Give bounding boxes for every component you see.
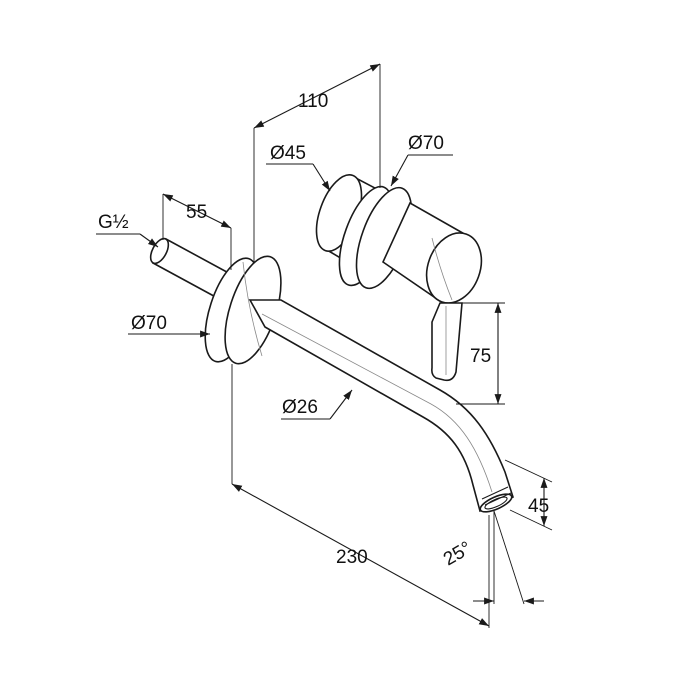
mixer-assembly <box>315 174 483 382</box>
label-rosette-dia-left: Ø70 <box>131 313 167 334</box>
label-handle-dia: Ø45 <box>270 143 306 164</box>
handle-lever <box>431 302 463 382</box>
handle-cylinder <box>381 201 483 304</box>
label-width-110: 110 <box>298 91 328 112</box>
label-outlet-angle: 25° <box>440 538 475 571</box>
threaded-stub <box>149 237 238 303</box>
label-spout-length: 230 <box>336 547 368 568</box>
label-outlet-height: 45 <box>528 496 549 517</box>
spout-rosette <box>204 255 282 365</box>
label-spout-dia: Ø26 <box>282 397 318 418</box>
label-thread: G½ <box>98 212 129 233</box>
label-rosette-dia-top: Ø70 <box>408 133 444 154</box>
label-lever-height: 75 <box>470 346 491 367</box>
spout-assembly <box>149 237 514 513</box>
dimension-lines <box>96 63 553 628</box>
mixer-rosette <box>338 185 413 290</box>
label-stub-offset: 55 <box>186 202 207 223</box>
